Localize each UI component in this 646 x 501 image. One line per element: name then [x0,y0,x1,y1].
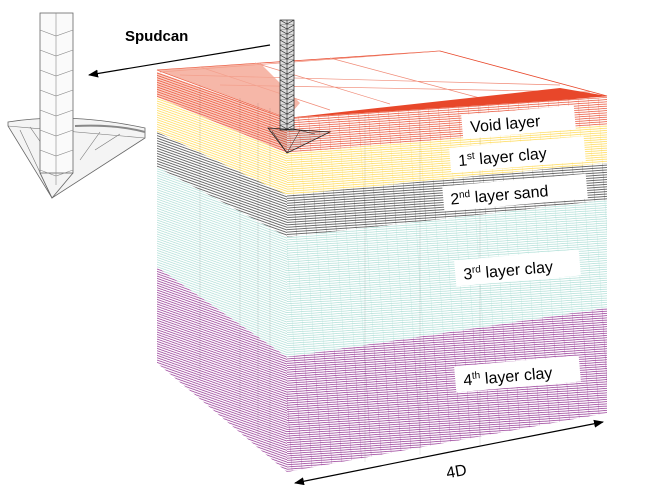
left-face-clay4 [157,267,287,472]
spudcan-mesh-detail [7,12,146,199]
dimension-arrow-right [449,419,604,453]
svg-text:1st layer clay: 1st layer clay [458,144,548,170]
dimension-arrow-left [294,451,451,486]
spudcan-arrow [88,44,271,78]
label-layer-1-clay: 1st layer clay [449,136,586,173]
right-face-clay3 [287,200,607,357]
left-face-void [157,72,287,153]
left-face-clay1 [157,97,287,195]
svg-text:4th layer clay: 4th layer clay [463,364,554,390]
right-face-clay4 [287,308,607,472]
svg-text:2nd layer sand: 2nd layer sand [450,182,549,208]
label-layer-3-clay: 3rd layer clay [454,249,581,287]
svg-text:Void layer: Void layer [470,113,542,136]
dimension-label: 4D [445,462,468,482]
soil-block [156,19,608,472]
label-void-layer: Void layer [461,105,576,140]
spudcan-title: Spudcan [125,28,188,45]
left-face-sand2 [157,132,287,237]
left-face-clay3 [157,167,287,357]
label-layer-4-clay: 4th layer clay [454,355,581,393]
spudcan-shaft [279,19,295,131]
label-layer-2-sand: 2nd layer sand [442,173,588,212]
svg-text:3rd layer clay: 3rd layer clay [463,258,554,284]
